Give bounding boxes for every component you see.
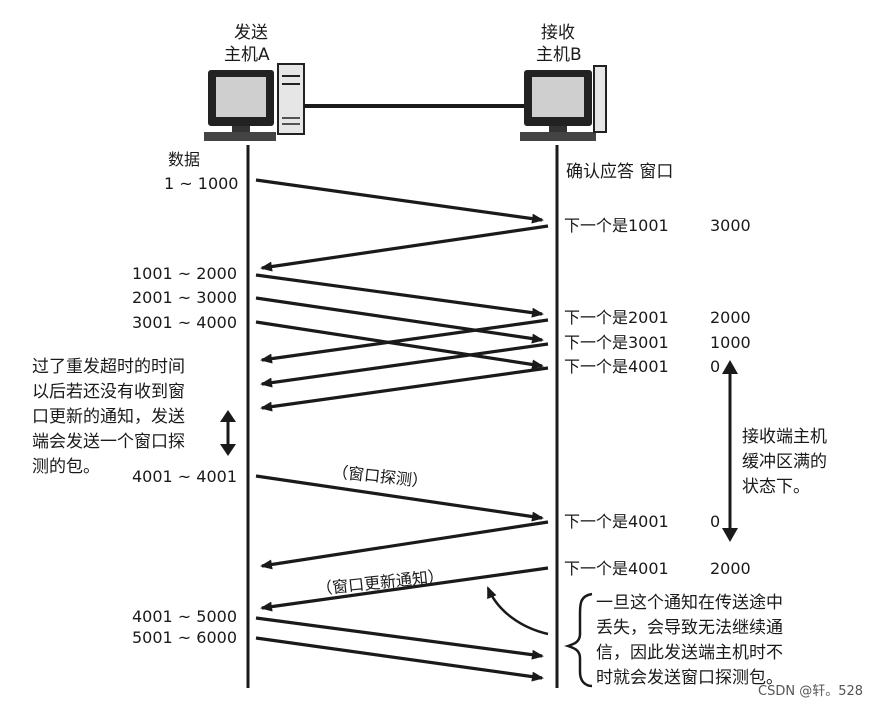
ack-label: 下一个是2001 [564,308,669,327]
ack-arrow [260,318,549,364]
ack-label: 下一个是4001 [564,357,669,376]
ack-label: 下一个是4001 [564,512,669,531]
ack-arrow [260,520,549,570]
ack-label: 下一个是4001 [564,559,669,578]
buffer-full-double-arrow [722,360,738,542]
bottom-note-line: 一旦这个通知在传送途中 [596,593,783,613]
window-probe-label: （窗口探测） [331,462,428,491]
host-b-label-line2: 主机B [536,45,582,65]
left-note-line: 以后若还没有收到窗 [32,382,185,402]
left-timeout-double-arrow [220,410,236,456]
ack-arrow [260,366,549,412]
left-note-line: 端会发送一个窗口探 [32,432,185,452]
left-note-line: 过了重发超时的时间 [32,357,185,377]
segment-label: 1001 ~ 2000 [132,264,237,283]
window-size-label: 0 [710,512,720,531]
right-note-line: 缓冲区满的 [742,452,827,472]
ack-arrow [260,224,549,272]
bottom-note-line: 时就会发送窗口探测包。 [596,668,783,688]
host-a-computer-icon [204,63,305,141]
window-size-label: 0 [710,357,720,376]
segment-label: 4001 ~ 4001 [132,467,237,486]
host-a-label-line1: 发送 [234,23,268,43]
segment-label: 2001 ~ 3000 [132,288,237,307]
window-update-arrow [260,566,549,612]
right-note-line: 接收端主机 [742,427,827,447]
data-heading: 数据 [168,150,200,169]
segment-label: 1 ~ 1000 [164,174,238,193]
bottom-note-line: 丢失，会导致无法继续通 [596,618,783,638]
window-size-label: 2000 [710,308,751,327]
segment-label: 3001 ~ 4000 [132,313,237,332]
bottom-note-brace [564,592,593,688]
segment-arrow [255,296,544,344]
segment-arrow [255,616,544,660]
host-a-label-line2: 主机A [224,45,270,65]
bottom-note-line: 信，因此发送端主机时不 [596,643,783,663]
window-size-label: 1000 [710,333,751,352]
ack-label: 下一个是1001 [564,216,669,235]
segment-arrow [255,636,544,682]
loss-pointer-arrow [486,586,549,636]
segment-arrow [255,320,544,370]
segment-arrow [255,178,544,224]
left-note-line: 测的包。 [32,457,100,477]
ack-window-header: 确认应答 窗口 [566,162,673,182]
window-update-label: （窗口更新通知） [315,566,444,598]
window-size-label: 3000 [710,216,751,235]
segment-label: 5001 ~ 6000 [132,628,237,647]
ack-arrow [260,342,549,388]
host-b-label-line1: 接收 [541,23,575,43]
segment-arrow [255,273,544,318]
host-b-computer-icon [520,65,607,141]
ack-label: 下一个是3001 [564,333,669,352]
watermark: CSDN @轩。528 [758,684,863,699]
left-note-line: 口更新的通知，发送 [32,407,185,427]
window-size-label: 2000 [710,559,751,578]
probe-arrow [255,474,544,522]
right-note-line: 状态下。 [742,477,810,497]
segment-label: 4001 ~ 5000 [132,607,237,626]
